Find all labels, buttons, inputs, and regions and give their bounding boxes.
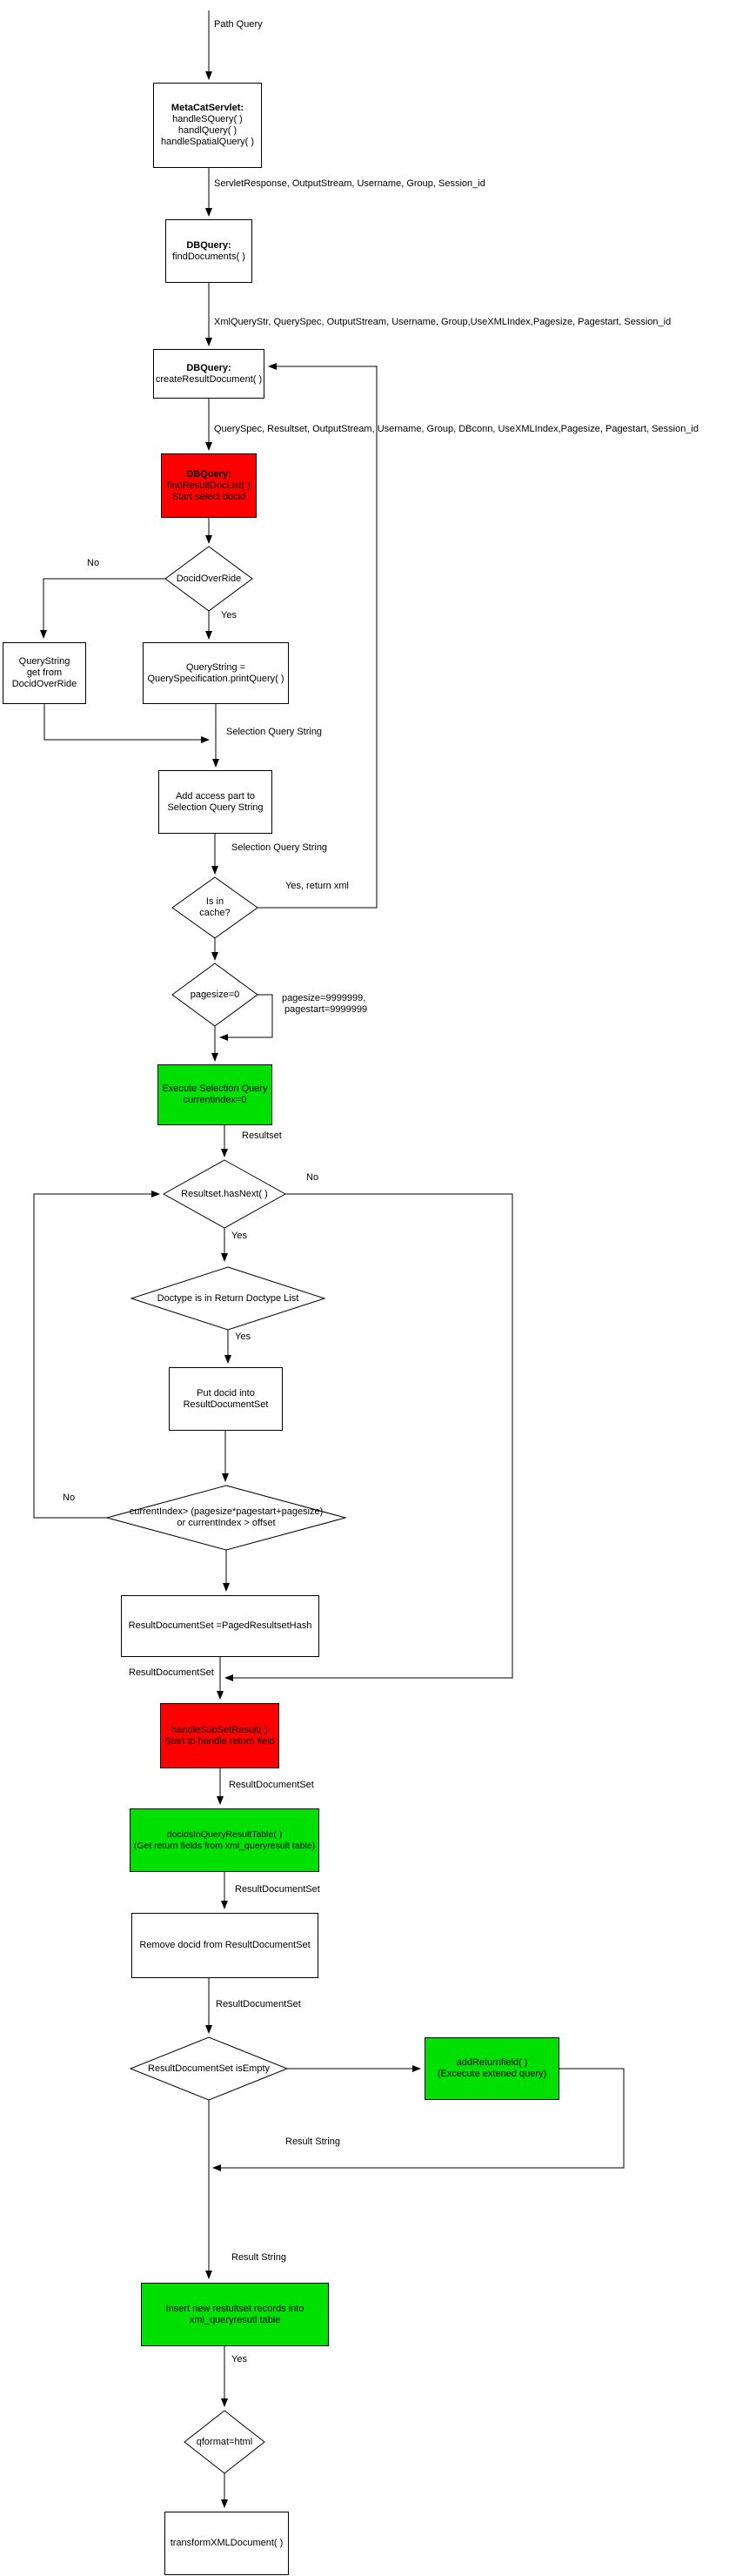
decision-is-in-cache: Is in cache? — [199, 896, 231, 918]
decision-shape-qformat — [184, 2410, 265, 2474]
node-handle-subset-result: handleSubSetResult( ) Start to handle re… — [160, 1703, 279, 1768]
edge-label-resultdocumentset-2: ResultDocumentSet — [229, 1780, 314, 1790]
node-paged-resultset-hash: ResultDocumentSet =PagedResultsetHash — [121, 1595, 319, 1657]
node-dbquery-find-documents: DBQuery: findDocuments( ) — [165, 219, 252, 283]
edge-label-xmlquery-params: XmlQueryStr, QuerySpec, OutputStream, Us… — [214, 317, 672, 327]
decision-resultset-is-empty: ResultDocumentSet isEmpty — [148, 2063, 270, 2074]
edge-getdocid-join — [43, 704, 210, 743]
edge-label-yes-doctype: Yes — [235, 1332, 251, 1342]
decision-shape-current-index — [105, 1485, 347, 1551]
edge-docidoverride-no — [40, 578, 165, 639]
decision-pagesize-zero: pagesize=0 — [190, 989, 240, 1000]
edge-addreturnfield-return — [212, 2068, 625, 2171]
node-metacat-servlet: MetaCatServlet: handleSQuery( ) handlQue… — [153, 83, 262, 168]
decision-shape-has-next — [162, 1159, 287, 1229]
node-querystring-print-query: QueryString = QuerySpecification.printQu… — [143, 642, 289, 704]
node-title: DBQuery: — [186, 239, 231, 251]
node-title: DBQuery: — [186, 362, 231, 373]
node-insert-new-records: Insert new restultset records into xml_q… — [141, 2283, 329, 2346]
decision-current-index: currentIndex> (pagesize*pagestart+pagesi… — [129, 1506, 324, 1528]
node-put-docid: Put docid into ResultDocumentSet — [169, 1367, 283, 1431]
node-docids-in-query-result-table: docidsInQueryResultTable( ) (Get return … — [130, 1808, 319, 1872]
edge-label-selection-query-string-1: Selection Query String — [226, 727, 323, 737]
node-execute-selection-query: Execute Selection Query currentindex=0 — [157, 1064, 272, 1125]
edge-label-resultdocumentset-4: ResultDocumentSet — [216, 1999, 301, 2009]
node-remove-docid: Remove docid from ResultDocumentSet — [131, 1913, 318, 1978]
edge-label-resultdocumentset-1: ResultDocumentSet — [129, 1667, 214, 1678]
decision-doctype-in-list: Doctype is in Return Doctype List — [157, 1292, 299, 1304]
node-add-returnfield: addReturnfield( ) (Excecute extened quer… — [425, 2037, 559, 2100]
decision-shape-docid-override — [164, 546, 253, 612]
edge-label-result-string-1: Result String — [285, 2137, 340, 2147]
decision-qformat-html: qformat=html — [196, 2436, 253, 2447]
decision-shape-doctype — [130, 1266, 326, 1331]
decision-shape-is-in-cache — [171, 876, 258, 939]
node-title: MetaCatServlet: — [171, 103, 244, 113]
edge-cache-yes-return-xml — [258, 363, 378, 909]
edge-hasnext-no — [224, 1193, 513, 1681]
decision-resultset-has-next: Resultset.hasNext( ) — [181, 1188, 268, 1199]
decision-shape-is-empty — [129, 2036, 289, 2101]
edge-label-no-hasnext: No — [306, 1172, 319, 1183]
decision-shape-pagesize-zero — [171, 963, 258, 1027]
edge-label-no-currentindex: No — [63, 1493, 76, 1503]
edge-label-path-query: Path Query — [214, 19, 263, 30]
node-dbquery-create-result-document: DBQuery: createResultDocument( ) — [153, 349, 264, 399]
decision-docid-override: DocidOverRide — [176, 573, 242, 584]
edge-label-resultset: Resultset — [242, 1130, 282, 1141]
edge-label-resultdocumentset-3: ResultDocumentSet — [235, 1884, 320, 1895]
edge-label-servlet-params: ServletResponse, OutputStream, Username,… — [214, 178, 485, 189]
edge-pagesize-loop — [219, 994, 273, 1041]
node-dbquery-find-result-doc-list: DBQuery: findResultDocList( ) Start sele… — [161, 453, 257, 518]
edge-label-queryspec-params: QuerySpec, Resultset, OutputStream, User… — [214, 424, 699, 434]
edge-label-pagesize-set: pagesize=9999999, pagestart=9999999 — [282, 993, 368, 1015]
node-transform-xml-document: transformXMLDocument( ) — [164, 2512, 289, 2575]
node-title: DBQuery: — [186, 468, 231, 480]
edge-currentindex-no-loop — [33, 1191, 160, 1519]
edge-label-selection-query-string-2: Selection Query String — [231, 842, 328, 853]
edge-label-yes-return-xml: Yes, return xml — [285, 881, 349, 891]
node-add-access-part: Add access part to Selection Query Strin… — [158, 770, 272, 834]
node-querystring-get: QueryString get from DocidOverRide — [3, 642, 86, 704]
edge-label-yes-docidoverride: Yes — [221, 610, 237, 621]
edge-label-yes-insert: Yes — [231, 2354, 247, 2365]
edge-label-no-docidoverride: No — [87, 558, 100, 568]
edge-label-yes-hasnext: Yes — [231, 1231, 247, 1241]
edge-label-result-string-2: Result String — [231, 2252, 286, 2263]
